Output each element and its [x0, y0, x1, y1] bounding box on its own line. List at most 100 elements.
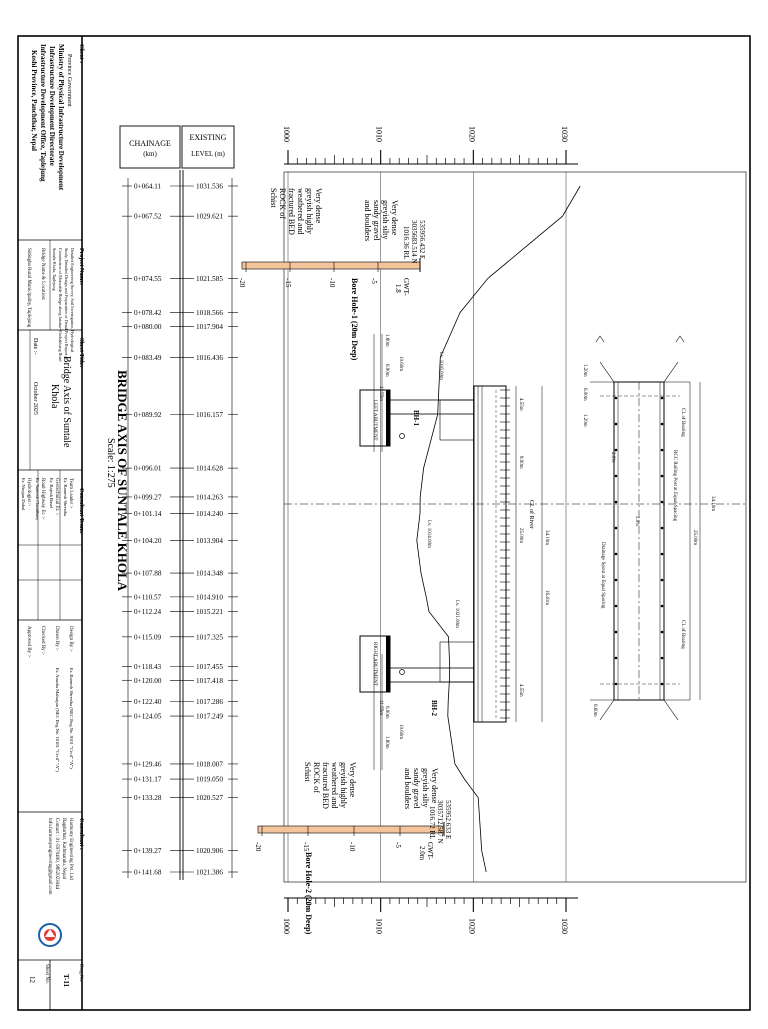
plan-post	[614, 396, 618, 400]
team-heading: Consultant Team:	[78, 488, 84, 534]
team-name-4: Er. Nirajan Dahal	[21, 478, 26, 511]
bore-hole-2: -5 -10 -15 -20 Bore Hole-2 (20m Deep) 53…	[254, 762, 452, 935]
bh2-soil-lower-6: Schist	[303, 762, 312, 782]
station-level: 1014.240	[196, 510, 223, 518]
bh2-soil-upper-3: sandy gravel	[412, 768, 421, 809]
dim-6-90-right: 6.90m	[384, 706, 389, 719]
station-level: 1018.007	[196, 760, 223, 768]
bh1-depth-15: -15	[284, 278, 292, 288]
station-level: 1019.050	[196, 776, 223, 784]
bh1-soil-upper-1: Very dense	[390, 200, 399, 236]
consultant-line-1: Harmony Engineering Pvt. Ltd	[68, 818, 73, 880]
sheet-title-heading: Sheet Title:	[78, 338, 84, 367]
outer-border	[17, 35, 751, 1011]
elevation-grid	[287, 172, 567, 882]
station-chainage: 0+141.68	[134, 869, 162, 877]
profile-frame	[283, 171, 747, 883]
plan-cl-bearing-right: CL of Bearing	[680, 620, 685, 649]
consultant-heading: Consultant :	[78, 818, 84, 850]
station-chainage: 0+107.88	[134, 570, 162, 578]
project-heading: Project Name:	[78, 248, 84, 285]
bh2-gwt: GWT-	[426, 842, 434, 860]
drawn-by-name: Er. Anusha Maharjan (NEC Reg.No. 18181 "…	[55, 668, 60, 772]
bh1-soil-lower-5: ROCK of	[278, 188, 287, 219]
bh2-coord-n: 3035712.587 N	[436, 800, 444, 844]
bh1-soil-upper-3: sandy gravel	[372, 200, 381, 241]
consultant-line-4: info.harmonyengineering@gmail.com	[47, 818, 52, 895]
bh1-gwt-value: 1.8	[394, 284, 402, 293]
bh2-soil-lower-1: Very dense	[348, 762, 357, 798]
bh1-depth-20: -20	[238, 278, 246, 288]
plan-post	[614, 474, 618, 478]
level-annotation-a: Lv. 1016.00m	[438, 352, 443, 380]
dim-34-10-elev: 34.10m	[544, 530, 549, 545]
plan-camber-left: 2.9%	[610, 452, 615, 462]
plan-camber-right: 2.9%	[634, 516, 639, 526]
station-chainage: 0+115.09	[134, 633, 162, 641]
bh1-label: Bore Hole-1 (20m Deep)	[350, 278, 359, 361]
station-chainage: 0+129.46	[134, 760, 162, 768]
client-line-4: Infrastructure Development Office, Taple…	[39, 44, 47, 182]
bh2-rl: 1016.72 RL	[428, 806, 436, 839]
existing-unit: LEVEL (m)	[191, 150, 225, 158]
bh2-gwt-value: 2.0m	[418, 846, 426, 861]
plan-dim-1-20-left: 1.20m	[582, 364, 587, 377]
plan-dim-25-00: 25.00m	[692, 530, 697, 545]
dim-10-60-right: 10.60m	[398, 724, 403, 739]
team-name-1: Er. Ramesh Shrestha	[63, 478, 68, 516]
station-chainage: 0+104.20	[134, 537, 162, 545]
consultant-line-2: Bagdurbar, Kathmandu, Nepal	[61, 818, 66, 880]
plan-post	[614, 500, 618, 504]
sheet-no-value: 12	[28, 976, 36, 984]
station-chainage: 0+122.40	[134, 698, 162, 706]
station-level: 1014.348	[196, 570, 223, 578]
station-level: 1014.910	[196, 593, 223, 601]
bh1-soil-lower-2: greyish highly	[305, 188, 314, 234]
plan-post	[660, 682, 664, 686]
dim-8-90: 8.90m	[518, 456, 523, 469]
design-by-name: Er. Ramesh Shrestha (NEC Reg.No. 9101 "C…	[69, 668, 74, 769]
plan-post	[660, 578, 664, 582]
plan-dim-34-10: 34.10m	[710, 496, 715, 511]
drawing-title: BRIDGE AXIS OF SUNTALE KHOLA	[115, 370, 130, 592]
plan-post	[614, 578, 618, 582]
plan-post	[614, 526, 618, 530]
consultant-logo	[38, 923, 62, 947]
station-level: 1021.386	[196, 869, 223, 877]
station-chainage: 0+074.55	[134, 275, 162, 283]
dim-11-55-left: 11.55m	[378, 386, 383, 401]
plan-post	[660, 604, 664, 608]
plan-post	[660, 656, 664, 660]
station-level: 1017.325	[196, 633, 223, 641]
station-chainage: 0+139.27	[134, 847, 162, 855]
chainage-header: CHAINAGE	[129, 139, 171, 148]
team-name-3: Er. Santosh Chaudhary	[35, 478, 40, 521]
bh2-soil-upper-1: Very dense	[430, 768, 439, 804]
dim-2-25-left: 2.25m	[384, 420, 389, 433]
bh1-depth-10: -10	[328, 278, 336, 288]
station-level: 1013.904	[196, 537, 223, 545]
team-role-2: Geotechnical Er. :-	[54, 478, 59, 516]
station-level: 1020.527	[196, 794, 223, 802]
station-level: 1017.455	[196, 663, 223, 671]
dwg-no-heading: Dwg.No.	[78, 964, 83, 982]
station-level: 1021.585	[196, 275, 223, 283]
scale-tick-label: 1010	[375, 918, 384, 934]
plan-post	[614, 604, 618, 608]
plan-post	[660, 448, 664, 452]
scale-tick-label: 1020	[467, 918, 476, 934]
client-line-2: Ministry of Physical Infrastructure Deve…	[57, 44, 65, 191]
team-role-3: Road Highway Er. :-	[40, 478, 45, 520]
dim-6-90-left: 6.90m	[384, 364, 389, 377]
bh1-soil-lower-1: Very dense	[314, 188, 323, 224]
plan-dim-6-60: 6.60m	[592, 704, 597, 717]
scale-tick-label: 1030	[560, 126, 569, 142]
station-chainage: 0+099.27	[134, 493, 162, 501]
bore-hole-1: -5 -10 -15 -20 Bore Hole-1 (20m Deep) 53…	[238, 188, 426, 361]
bh2-marker-label: BH-2	[430, 700, 438, 716]
bh1-depth-5: -5	[370, 278, 378, 284]
client-heading: Client :	[78, 44, 84, 63]
dim-1-80-right: 1.80m	[384, 736, 389, 749]
station-level: 1017.286	[196, 698, 223, 706]
